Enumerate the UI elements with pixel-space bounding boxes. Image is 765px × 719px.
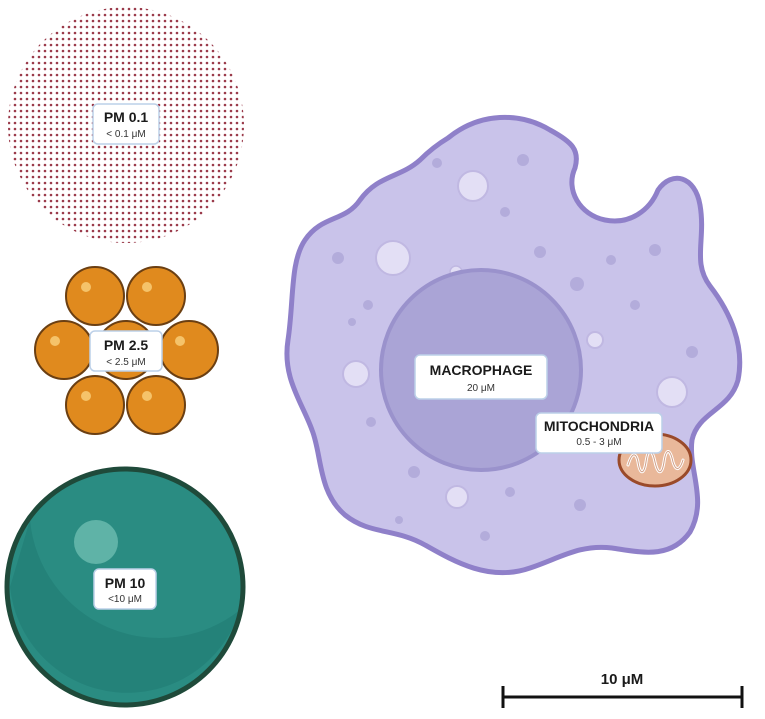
macrophage-title: MACROPHAGE (430, 362, 533, 378)
macrophage-cell: MACROPHAGE 20 μM MITOCHONDRIA 0.5 - 3 μM (284, 114, 743, 576)
pm25-particle: PM 2.5 < 2.5 μM (34, 266, 219, 435)
pm25-sphere (65, 375, 125, 435)
pm10-label-box (93, 568, 157, 610)
mitochondria-label-box (535, 412, 663, 454)
pm10-highlight (74, 520, 118, 564)
pm01-title: PM 0.1 (104, 109, 149, 125)
pm10-particle: PM 10 <10 μM (4, 466, 246, 708)
pm01-label-box (92, 103, 160, 145)
pm10-title: PM 10 (105, 575, 146, 591)
pm25-title: PM 2.5 (104, 337, 149, 353)
macrophage-size: 20 μM (467, 383, 495, 394)
cell-granules (332, 154, 698, 541)
pm25-sphere (159, 320, 219, 380)
mitochondria-size: 0.5 - 3 μM (576, 437, 621, 448)
scale-bar: 10 μM (501, 671, 744, 708)
mitochondria-title: MITOCHONDRIA (544, 418, 654, 434)
pm25-sphere (34, 320, 94, 380)
pm25-size: < 2.5 μM (106, 357, 145, 368)
pm25-label-box (89, 330, 163, 372)
pm25-sphere (65, 266, 125, 326)
macrophage-label-box (414, 354, 548, 400)
pm01-size: < 0.1 μM (106, 129, 145, 140)
scale-bar-label: 10 μM (601, 671, 644, 688)
pm25-sphere (126, 266, 186, 326)
pm10-size: <10 μM (108, 594, 142, 605)
pm25-sphere (126, 375, 186, 435)
pm01-particle: PM 0.1 < 0.1 μM (8, 7, 244, 243)
